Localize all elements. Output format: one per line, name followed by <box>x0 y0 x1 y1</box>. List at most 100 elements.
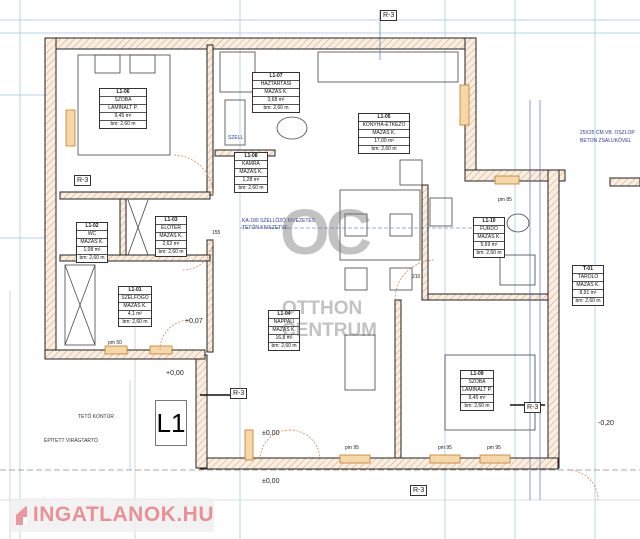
room-id: L1-06 <box>116 89 130 95</box>
room-floor: MÁZAS K. <box>235 168 267 176</box>
level-mark: ±0,00 <box>262 478 280 485</box>
section-tag: R-3 <box>410 485 428 496</box>
window-dimension: pm 85 <box>498 197 512 203</box>
room-id: T-01 <box>582 266 593 272</box>
ventilation-note: SZELL <box>228 135 244 141</box>
room-height: bm: 2,60 m <box>573 297 603 305</box>
watermark-text-1: OTTHON <box>282 298 363 319</box>
house-icon <box>16 506 27 525</box>
room-id: L1-08 <box>244 153 258 159</box>
unit-label: L1 <box>155 400 187 446</box>
room-height: bm: 2,60 m <box>156 248 186 256</box>
room-height: bm: 2,60 m <box>359 145 409 153</box>
room-id: L1-09 <box>470 371 484 377</box>
section-tag: R-3 <box>74 175 92 186</box>
room-name: KONYHA-ÉTKEZŐ <box>359 121 409 129</box>
room-floor: MÁZAS K. <box>156 232 186 240</box>
section-tag: R-3 <box>524 402 542 413</box>
room-floor: MÁZAS K. <box>77 238 107 246</box>
room-height: bm: 2,60 m <box>100 120 146 128</box>
portal-name: INGATLANOK.HU <box>32 503 214 526</box>
section-tag: R-3 <box>380 10 398 21</box>
door-swings <box>159 154 599 501</box>
room-area: 5,69 m² <box>474 241 504 249</box>
room-height: bm: 2,60 m <box>235 184 267 192</box>
room-id: L1-03 <box>164 217 178 223</box>
window-dimension: pm 95 <box>487 445 501 451</box>
window-dimension: pm 50 <box>108 340 122 346</box>
chimney-note-2: TETŐN KIVEZETVE <box>242 225 288 231</box>
room-id: L1-04 <box>277 311 291 317</box>
room-name: FÜRDŐ <box>474 225 504 233</box>
room-id: L1-07 <box>269 73 283 79</box>
room-name: KAMRA <box>235 160 267 168</box>
room-area: 9,45 m² <box>100 112 146 120</box>
room-id: L1-02 <box>85 223 99 229</box>
column-note-1: 25X25 CM VB. OSZLOP <box>580 130 635 136</box>
room-floor: LAMINÁLT P. <box>461 386 493 393</box>
room-floor: MÁZAS K. <box>119 302 151 310</box>
room-floor: LAMINÁLT P. <box>100 104 146 112</box>
level-mark: -0,20 <box>598 420 614 427</box>
room-height: bm: 2,60 m <box>461 402 493 410</box>
door-dimension: 155 <box>212 230 221 236</box>
room-id: L1-05 <box>377 114 391 120</box>
room-floor: MÁZAS K. <box>269 326 299 334</box>
room-height: bm: 2,60 m <box>119 318 151 326</box>
windows <box>65 84 520 464</box>
room-area: 9,45 m² <box>461 394 493 402</box>
room-name: SZÉLFOGÓ <box>119 294 151 302</box>
planter-note: ÉPÍTETT VIRÁGTARTÓ <box>44 438 98 444</box>
level-mark: +0,07 <box>185 318 203 325</box>
room-area: 1,08 m² <box>77 246 107 254</box>
room-floor: MÁZAS K. <box>573 281 603 289</box>
otthon-centrum-logo: OC <box>280 196 372 268</box>
room-name: SZOBA <box>461 378 493 386</box>
watermark-text-2: CENTRUM <box>282 320 377 341</box>
room-floor: MÁZAS K. <box>359 129 409 137</box>
room-area: 2,62 m² <box>156 240 186 248</box>
room-area: 1,28 m² <box>235 176 267 184</box>
room-name: HÁZTARTÁSI <box>253 80 299 88</box>
room-area: 4,1 m² <box>119 310 151 318</box>
column-note-2: BETON ZSALUKŐVEL <box>580 138 632 144</box>
level-mark: +0,00 <box>166 370 184 377</box>
section-tag: R-3 <box>230 388 248 399</box>
level-mark: ±0,00 <box>262 430 280 437</box>
chimney-note-1: KA-180 SZELLŐZŐ KIVEZETÉS <box>242 218 316 224</box>
room-height: bm: 2,60 m <box>77 254 107 262</box>
room-name: SZOBA <box>100 96 146 104</box>
ingatlanok-watermark: INGATLANOK.HU <box>10 498 214 532</box>
room-id: L1-01 <box>128 287 142 293</box>
room-id: L1-10 <box>482 218 496 224</box>
room-floor: MÁZAS K. <box>474 233 504 241</box>
roof-contour-note: TETŐ KONTÚR <box>78 414 114 420</box>
window-dimension: pm 95 <box>438 445 452 451</box>
room-area: 17,00 m² <box>359 137 409 145</box>
room-area: 3,68 m² <box>253 96 299 104</box>
room-name: ELŐTÉR <box>156 224 186 232</box>
room-height: bm: 2,60 m <box>474 249 504 257</box>
window-dimension: pm 95 <box>345 445 359 451</box>
room-name: NAPPALI <box>269 318 299 326</box>
room-area: 16,8 m² <box>269 334 299 342</box>
furniture <box>64 51 536 431</box>
walls <box>44 37 640 470</box>
room-height: bm: 2,60 m <box>253 104 299 112</box>
room-name: WC <box>77 230 107 238</box>
dimension-lines <box>200 10 545 500</box>
door-dimension: 210 <box>412 274 421 280</box>
room-floor: MÁZAS K. <box>253 88 299 96</box>
